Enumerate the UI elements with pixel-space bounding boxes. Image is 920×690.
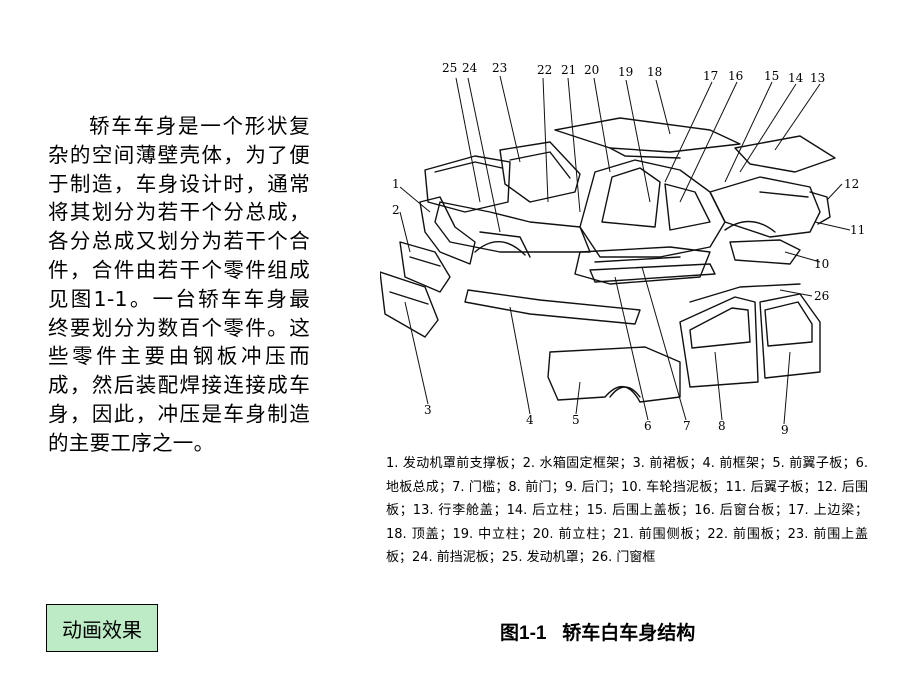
callout-20: 20	[584, 63, 599, 77]
floor-assembly	[574, 246, 711, 285]
callout-17: 17	[703, 69, 718, 83]
front-fender	[547, 346, 681, 403]
front-frame-rail	[464, 289, 641, 325]
front-skirt	[380, 271, 439, 338]
car-body-exploded-diagram: 25 24 23 22 21 20 19 18 17 16 15 14 13 1…	[380, 61, 865, 437]
callout-22: 22	[537, 63, 552, 77]
rear-door	[759, 293, 821, 379]
body-paragraph: 轿车车身是一个形状复杂的空间薄壁壳体，为了便于制造，车身设计时，通常将其划分为若…	[48, 112, 310, 458]
callout-25: 25	[442, 61, 457, 75]
callout-12: 12	[844, 177, 859, 191]
figure-legend: 1. 发动机罩前支撑板；2. 水箱固定框架；3. 前裙板；4. 前框架；5. 前…	[386, 452, 868, 570]
body-text: 轿车车身是一个形状复杂的空间薄壁壳体，为了便于制造，车身设计时，通常将其划分为若…	[48, 114, 310, 455]
callout-18: 18	[647, 65, 662, 79]
rear-quarter-panel	[709, 176, 821, 238]
callout-6: 6	[644, 419, 652, 433]
figure-title: 图1-1 轿车白车身结构	[500, 623, 696, 644]
callout-21: 21	[561, 63, 576, 77]
radiator-frame	[399, 241, 451, 293]
callout-8: 8	[718, 419, 726, 433]
callout-16: 16	[728, 69, 743, 83]
callout-14: 14	[788, 71, 804, 85]
callout-11: 11	[850, 223, 865, 237]
callout-4: 4	[526, 413, 534, 427]
callout-3: 3	[424, 403, 432, 417]
callout-26: 26	[814, 289, 829, 303]
callout-9: 9	[781, 423, 789, 437]
wheel-liner	[729, 239, 801, 265]
cowl-top-part	[499, 141, 581, 203]
trunk-lid	[734, 135, 836, 173]
callout-24: 24	[462, 61, 478, 75]
callout-5: 5	[572, 413, 580, 427]
callout-10: 10	[814, 257, 829, 271]
legend-text: 1. 发动机罩前支撑板；2. 水箱固定框架；3. 前裙板；4. 前框架；5. 前…	[386, 456, 868, 565]
door-sill	[589, 263, 716, 283]
callout-1: 1	[392, 177, 400, 191]
animation-effect-button[interactable]: 动画效果	[46, 604, 158, 652]
callout-19: 19	[618, 65, 633, 79]
callout-2: 2	[392, 203, 400, 217]
hood-part	[424, 155, 511, 213]
callout-13: 13	[810, 71, 825, 85]
callout-23: 23	[492, 61, 507, 75]
callout-15: 15	[764, 69, 779, 83]
callout-7: 7	[683, 419, 691, 433]
front-door	[679, 296, 759, 388]
